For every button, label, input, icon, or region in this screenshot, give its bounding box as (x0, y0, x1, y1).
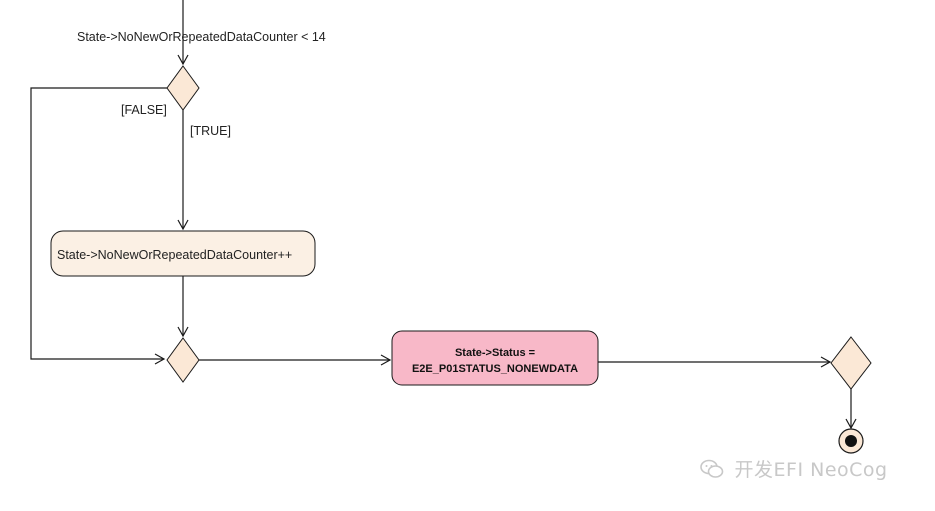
false-guard-label: [FALSE] (121, 103, 167, 117)
status-action-line2: E2E_P01STATUS_NONEWDATA (412, 363, 578, 375)
decision-node-counter-check (166, 65, 200, 111)
activity-final-node-icon (838, 428, 864, 454)
status-action-line1: State->Status = (455, 347, 535, 359)
guard-condition-label: State->NoNewOrRepeatedDataCounter < 14 (77, 30, 326, 44)
final-merge-node (830, 336, 872, 390)
merge-node (166, 337, 200, 383)
wechat-icon (700, 459, 724, 478)
action-increment-label: State->NoNewOrRepeatedDataCounter++ (57, 248, 292, 262)
watermark-text: 开发EFI NeoCog (734, 459, 888, 481)
flow-false-branch (30, 87, 167, 365)
watermark: 开发EFI NeoCog (700, 455, 888, 482)
true-guard-label: [TRUE] (190, 124, 231, 138)
action-set-status-nonewdata (391, 330, 599, 386)
